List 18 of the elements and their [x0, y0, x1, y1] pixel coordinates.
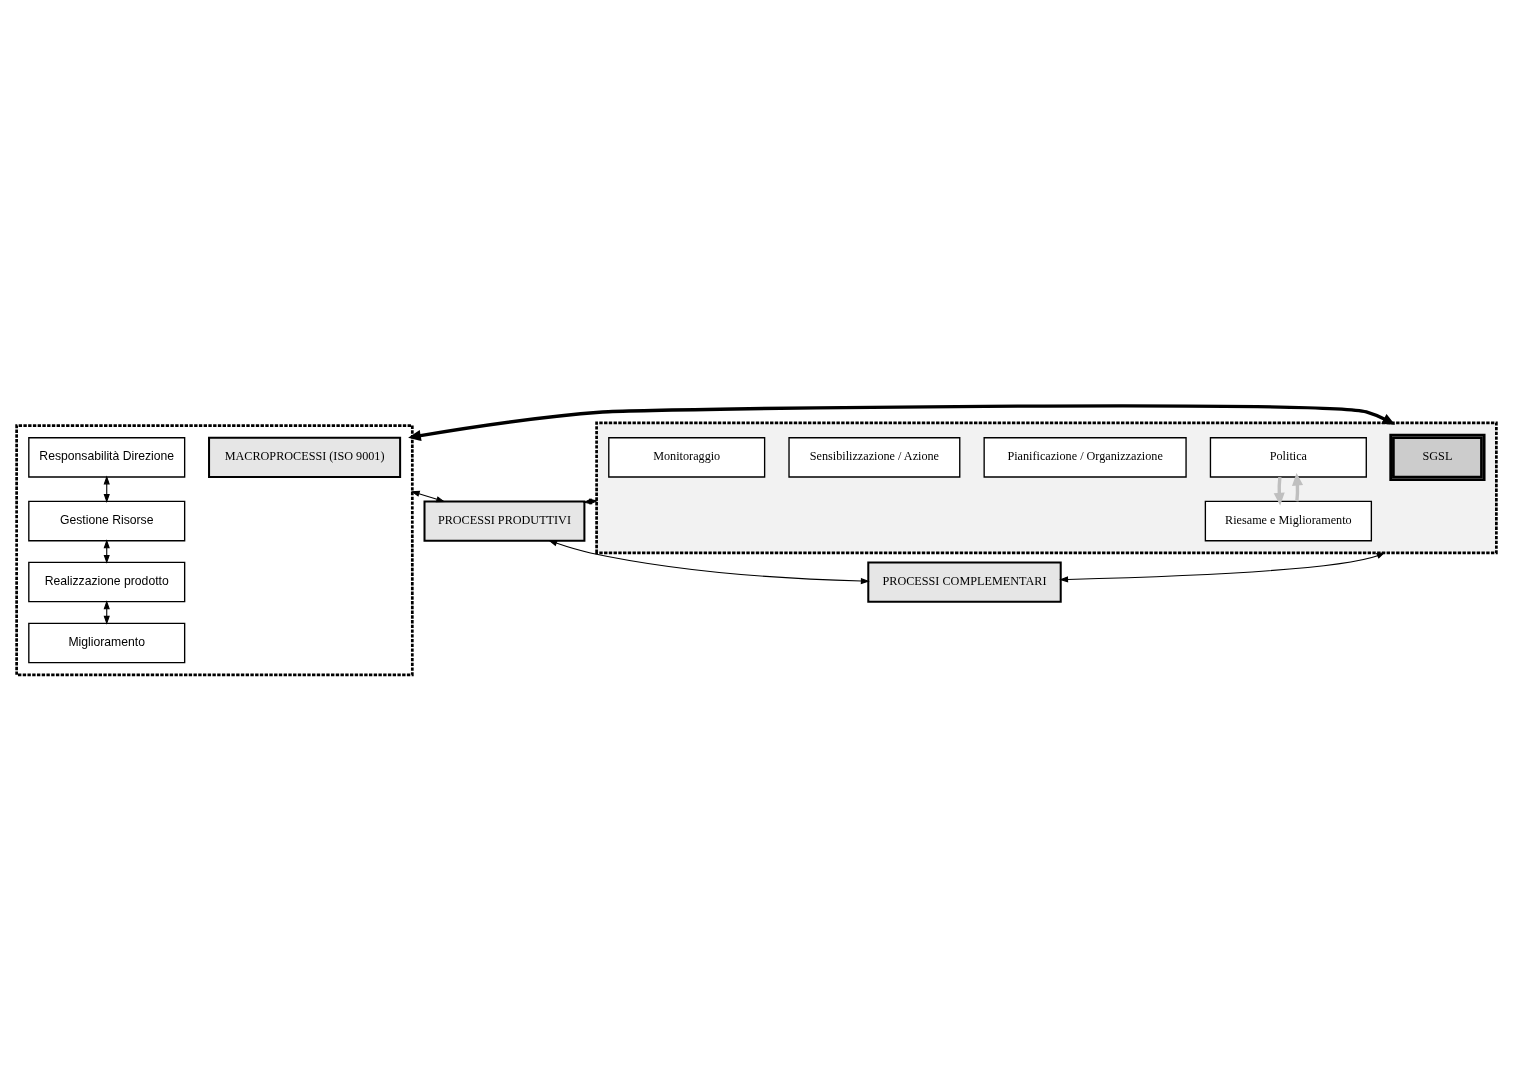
node-box: Responsabilità Direzione [28, 437, 186, 478]
node-box: Monitoraggio [608, 437, 766, 478]
node-box: Politica [1209, 437, 1367, 478]
arrow [1059, 552, 1386, 583]
cluster [15, 424, 414, 677]
node-box: PROCESSI PRODUTTIVI [423, 500, 586, 542]
node-box: Gestione Risorse [28, 500, 186, 542]
cluster [595, 421, 1498, 555]
node-box: Realizzazione prodotto [28, 561, 186, 603]
arrow [408, 404, 1396, 441]
arrow [410, 490, 446, 503]
node-box: PROCESSI COMPLEMENTARI [867, 561, 1062, 603]
node-box: Miglioramento [28, 622, 186, 664]
arrow [548, 540, 870, 585]
node-box: Pianificazione / Organizzazione [983, 437, 1187, 478]
node-box: MACROPROCESSI (ISO 9001) [208, 436, 402, 479]
node-box: Sensibilizzazione / Azione [788, 437, 961, 478]
node-box: Riesame e Miglioramento [1204, 500, 1373, 542]
